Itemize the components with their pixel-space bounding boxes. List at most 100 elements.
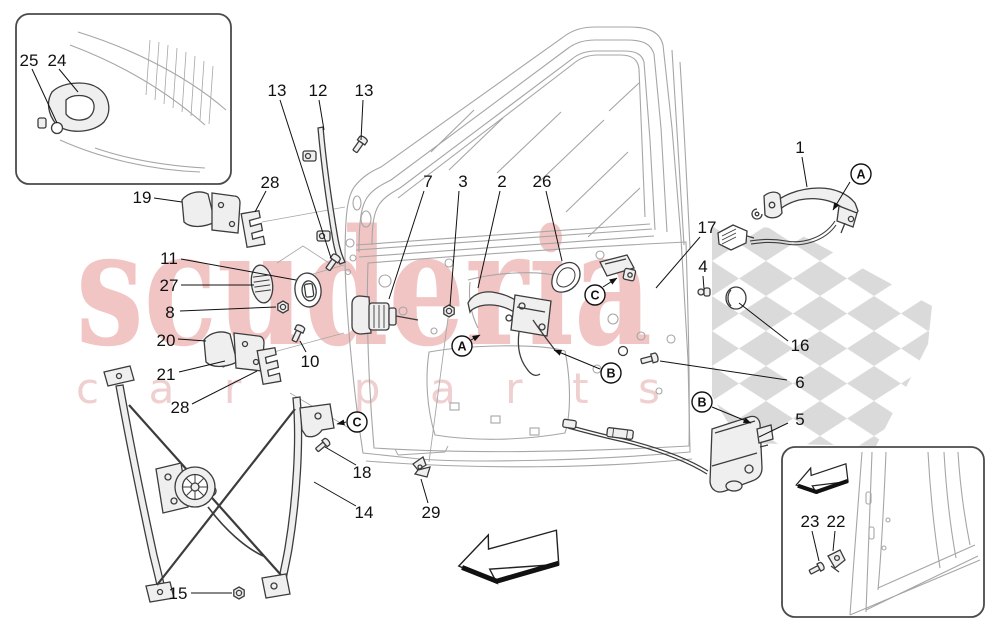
leader-line-14 [313,481,357,507]
part-22-catch-drawing [827,549,846,573]
part-label-29[interactable]: 29 [422,503,441,522]
part-7-door-check-drawing [351,295,419,335]
part-4-stud-drawing [697,287,711,297]
leader-line-20 [177,338,207,342]
part-8-nut-drawing [277,300,289,314]
inset-door-trim [15,13,232,185]
part-3-nut-drawing [443,304,455,318]
ref-letter-B: B [697,396,706,410]
part-label-1[interactable]: 1 [795,138,804,157]
part-label-16[interactable]: 16 [791,336,810,355]
door-drawing [261,26,693,468]
part-15-nut-drawing [233,586,245,600]
part-11-bezel-drawing [294,272,322,308]
direction-arrow [457,529,560,585]
ref-letter-C: C [590,289,599,303]
part-14-window-regulator-drawing [103,365,335,603]
part-label-2[interactable]: 2 [497,172,506,191]
part-label-27[interactable]: 27 [160,276,179,295]
part-label-19[interactable]: 19 [133,188,152,207]
leader-line-18 [324,446,357,466]
inset-direction-arrow [795,462,849,495]
part-28-shim-lower-drawing [256,346,282,386]
part-label-4[interactable]: 4 [698,257,707,276]
leader-line-4 [702,275,705,290]
ref-letter-B: B [606,367,615,381]
ref-circle-A [850,163,872,185]
part-label-13[interactable]: 13 [355,81,374,100]
part-label-5[interactable]: 5 [795,410,804,429]
ref-arrow-B [711,406,752,424]
part-label-17[interactable]: 17 [698,218,717,237]
ref-circle-B [600,362,622,384]
leader-line-11 [180,258,297,281]
part-label-12[interactable]: 12 [309,81,328,100]
leader-line-28 [191,370,258,405]
part-label-14[interactable]: 14 [355,503,374,522]
leader-line-6 [659,360,788,381]
part-label-23[interactable]: 23 [801,512,820,531]
ref-letter-A: A [457,340,466,354]
ref-circle-B [691,391,713,413]
part-16-knob-drawing [725,286,747,310]
leader-line-7 [388,190,425,300]
leader-line-5 [758,422,789,438]
part-20-hinge-drawing [203,331,265,372]
part-13-screw-drawing [352,135,368,154]
part-label-8[interactable]: 8 [165,303,174,322]
ref-arrow-A [470,334,481,342]
part-label-24[interactable]: 24 [48,51,67,70]
ref-arrow-A [832,181,851,211]
part-label-11[interactable]: 11 [160,249,178,268]
ref-letter-C: C [352,416,361,430]
part-label-7[interactable]: 7 [423,172,432,191]
part-label-26[interactable]: 26 [533,172,552,191]
leader-line-24 [58,68,79,93]
leader-line-8 [179,306,277,312]
leader-line-21 [178,360,226,373]
leader-line-22 [832,530,836,552]
part-label-28[interactable]: 28 [261,173,280,192]
part-label-10[interactable]: 10 [301,352,320,371]
leader-line-10 [299,340,307,353]
part-28-shim-upper-drawing [240,209,266,249]
part-label-20[interactable]: 20 [157,331,176,350]
leader-line-1 [801,156,808,188]
part-13-screw-lower-drawing [325,253,341,272]
ref-circle-C [584,284,606,306]
leader-line-16 [738,302,789,342]
leader-line-17 [655,236,701,289]
part-6-screw-drawing [640,352,659,365]
leader-line-26 [545,190,563,262]
part-label-28[interactable]: 28 [171,398,190,417]
part-2-inner-handle-drawing [467,291,556,376]
part-label-25[interactable]: 25 [20,51,39,70]
part-label-3[interactable]: 3 [458,172,467,191]
part-23-screw-drawing [808,561,825,575]
leader-line-13 [279,99,332,259]
part-label-6[interactable]: 6 [795,373,804,392]
ref-arrow-B [553,349,601,370]
leader-line-12 [318,99,325,131]
lock-striker-drawing [599,254,637,282]
inset-sill [781,446,985,618]
part-19-hinge-drawing [181,191,241,234]
part-label-21[interactable]: 21 [157,365,176,384]
part-label-18[interactable]: 18 [353,463,372,482]
part-label-15[interactable]: 15 [169,584,188,603]
part-label-13[interactable]: 13 [268,81,287,100]
leader-line-19 [153,197,183,203]
part-label-22[interactable]: 22 [827,512,846,531]
leader-line-29 [420,478,429,504]
part-6-washer-drawing [617,345,629,357]
part-10-screw-drawing [291,324,306,343]
parts-drawings [103,126,859,603]
ref-arrow-C [336,419,347,426]
part-1-outer-handle-drawing [717,187,859,251]
ref-circle-A [451,335,473,357]
leader-line-23 [811,530,820,562]
